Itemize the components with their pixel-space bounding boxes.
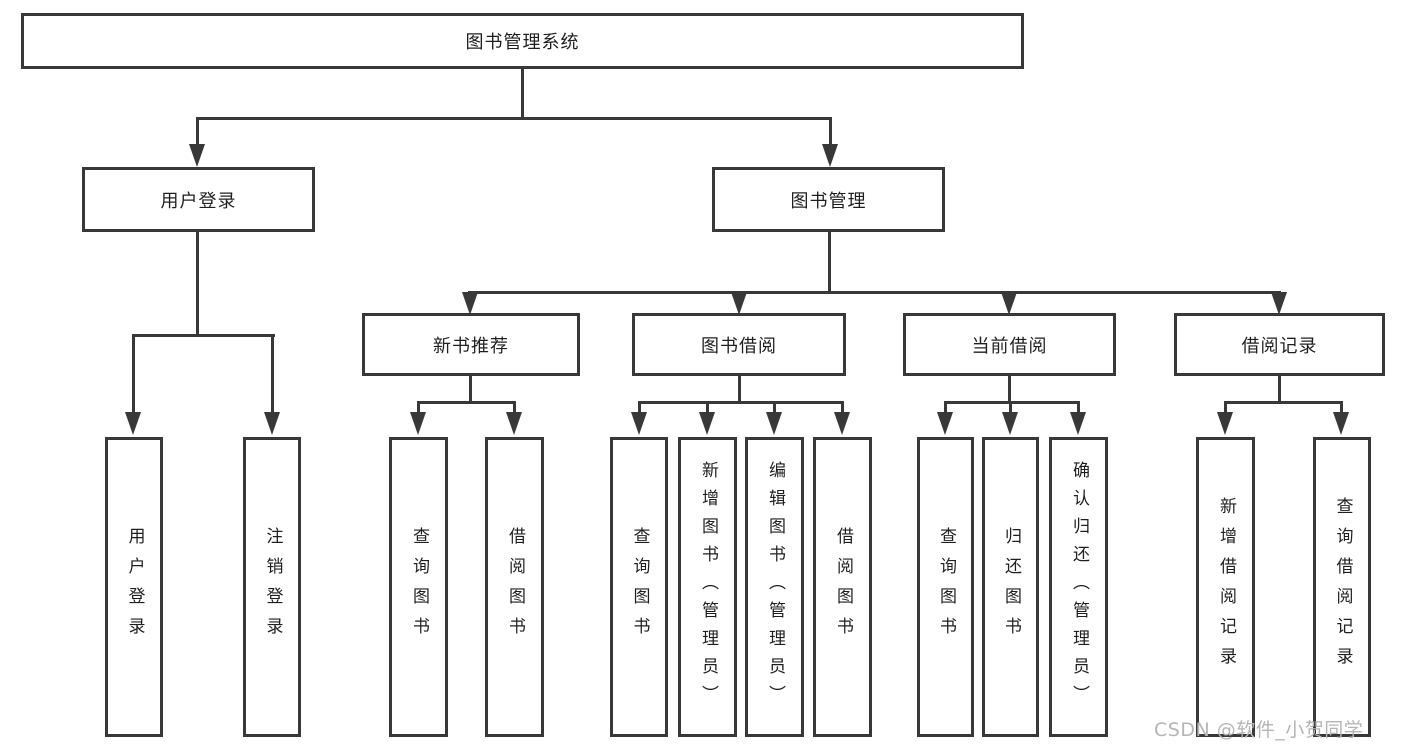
connector-g3-stem-2 bbox=[1009, 403, 1012, 415]
leaf-query-borrow-record: 查询借阅记录 bbox=[1313, 437, 1371, 737]
connector-g1-rail bbox=[417, 401, 516, 404]
connector-g2-stem-1 bbox=[638, 403, 641, 415]
arrow-to-leaf-logout bbox=[264, 412, 280, 435]
arrow-g2-leaf-3 bbox=[766, 412, 782, 435]
leaf-borrow-book-1-label: 借阅图书 bbox=[505, 527, 525, 647]
connector-stem-leaf-logout bbox=[271, 336, 274, 416]
arrow-to-book-mgmt bbox=[822, 144, 838, 167]
arrow-g4-leaf-1 bbox=[1217, 412, 1233, 435]
connector-g3-stem-1 bbox=[944, 403, 947, 415]
connector-g4-trunk bbox=[1278, 376, 1281, 404]
leaf-return-book-label: 归还图书 bbox=[1001, 527, 1021, 647]
node-book-borrow-label: 图书借阅 bbox=[701, 335, 777, 357]
leaf-add-borrow-record: 新增借阅记录 bbox=[1196, 437, 1255, 737]
node-book-mgmt: 图书管理 bbox=[712, 167, 945, 232]
leaf-logout: 注销登录 bbox=[243, 437, 301, 737]
leaf-query-book-2: 查询图书 bbox=[610, 437, 668, 737]
leaf-add-borrow-record-label: 新增借阅记录 bbox=[1216, 497, 1236, 677]
arrow-g3-leaf-3 bbox=[1070, 412, 1086, 435]
leaf-borrow-book-2-label: 借阅图书 bbox=[833, 527, 853, 647]
leaf-query-book-2-label: 查询图书 bbox=[629, 527, 650, 647]
connector-stem-book-mgmt bbox=[829, 119, 832, 147]
connector-g1-stem-1 bbox=[417, 403, 420, 415]
node-new-book-recommend: 新书推荐 bbox=[362, 313, 580, 376]
leaf-query-book-1: 查询图书 bbox=[389, 437, 448, 737]
arrow-g1-leaf-1 bbox=[410, 412, 426, 435]
leaf-add-book-admin: 新增图书（管理员） bbox=[678, 437, 737, 737]
connector-level2-rail bbox=[468, 291, 1281, 294]
node-current-borrow-label: 当前借阅 bbox=[971, 335, 1048, 357]
connector-g4-stem-1 bbox=[1224, 403, 1227, 415]
connector-level1-rail bbox=[196, 117, 832, 120]
connector-g1-trunk bbox=[469, 376, 472, 404]
arrow-to-current-borrow bbox=[1001, 292, 1017, 315]
arrow-g2-leaf-2 bbox=[699, 412, 715, 435]
arrow-g3-leaf-2 bbox=[1002, 412, 1018, 435]
connector-stem-leaf-login bbox=[132, 336, 135, 416]
connector-g2-rail bbox=[638, 401, 844, 404]
connector-g4-rail bbox=[1224, 401, 1343, 404]
connector-root-trunk bbox=[521, 68, 524, 119]
connector-g4-stem-2 bbox=[1340, 403, 1343, 415]
arrow-g2-leaf-1 bbox=[631, 412, 647, 435]
leaf-edit-book-admin: 编辑图书（管理员） bbox=[745, 437, 804, 737]
csdn-watermark: CSDN @软件_小贺同学 bbox=[1154, 719, 1364, 741]
arrow-g3-leaf-1 bbox=[937, 412, 953, 435]
connector-g2-stem-3 bbox=[773, 403, 776, 415]
connector-stem-user-login bbox=[196, 119, 199, 147]
connector-g3-trunk bbox=[1008, 376, 1011, 404]
connector-g2-trunk bbox=[738, 376, 741, 404]
leaf-borrow-book-2: 借阅图书 bbox=[813, 437, 872, 737]
connector-user-login-trunk bbox=[196, 232, 199, 336]
arrow-to-user-login bbox=[189, 144, 205, 167]
arrow-to-new-book-recommend bbox=[462, 292, 478, 315]
leaf-return-book: 归还图书 bbox=[982, 437, 1039, 737]
node-borrow-record: 借阅记录 bbox=[1174, 313, 1385, 376]
leaf-logout-label: 注销登录 bbox=[262, 527, 283, 647]
leaf-user-login: 用户登录 bbox=[105, 437, 163, 737]
arrow-to-book-borrow bbox=[731, 292, 747, 315]
node-book-mgmt-label: 图书管理 bbox=[790, 190, 867, 212]
arrow-g1-leaf-2 bbox=[506, 412, 522, 435]
connector-user-login-rail bbox=[132, 334, 275, 337]
leaf-query-book-1-label: 查询图书 bbox=[409, 527, 429, 647]
leaf-query-borrow-record-label: 查询借阅记录 bbox=[1332, 497, 1353, 677]
arrow-to-borrow-record bbox=[1271, 292, 1287, 315]
node-new-book-recommend-label: 新书推荐 bbox=[433, 335, 509, 357]
connector-book-mgmt-trunk bbox=[828, 232, 831, 293]
connector-g1-stem-2 bbox=[513, 403, 516, 415]
arrow-g2-leaf-4 bbox=[834, 412, 850, 435]
leaf-edit-book-admin-label: 编辑图书（管理员） bbox=[765, 461, 785, 713]
leaf-confirm-return-admin: 确认归还（管理员） bbox=[1049, 437, 1108, 737]
leaf-borrow-book-1: 借阅图书 bbox=[485, 437, 544, 737]
node-borrow-record-label: 借阅记录 bbox=[1241, 335, 1318, 357]
leaf-query-book-3: 查询图书 bbox=[917, 437, 974, 737]
arrow-g4-leaf-2 bbox=[1333, 412, 1349, 435]
node-current-borrow: 当前借阅 bbox=[903, 313, 1116, 376]
node-book-borrow: 图书借阅 bbox=[632, 313, 846, 376]
connector-g2-stem-4 bbox=[841, 403, 844, 415]
leaf-add-book-admin-label: 新增图书（管理员） bbox=[698, 461, 718, 713]
connector-g2-stem-2 bbox=[706, 403, 709, 415]
connector-g3-rail bbox=[944, 401, 1080, 404]
leaf-query-book-3-label: 查询图书 bbox=[936, 527, 956, 647]
node-user-login-label: 用户登录 bbox=[160, 190, 237, 212]
arrow-to-leaf-login bbox=[125, 412, 141, 435]
leaf-confirm-return-admin-label: 确认归还（管理员） bbox=[1069, 461, 1089, 713]
leaf-user-login-label: 用户登录 bbox=[124, 527, 145, 647]
node-root: 图书管理系统 bbox=[21, 13, 1024, 69]
connector-g3-stem-3 bbox=[1077, 403, 1080, 415]
node-root-label: 图书管理系统 bbox=[465, 32, 580, 53]
node-user-login: 用户登录 bbox=[82, 167, 315, 232]
